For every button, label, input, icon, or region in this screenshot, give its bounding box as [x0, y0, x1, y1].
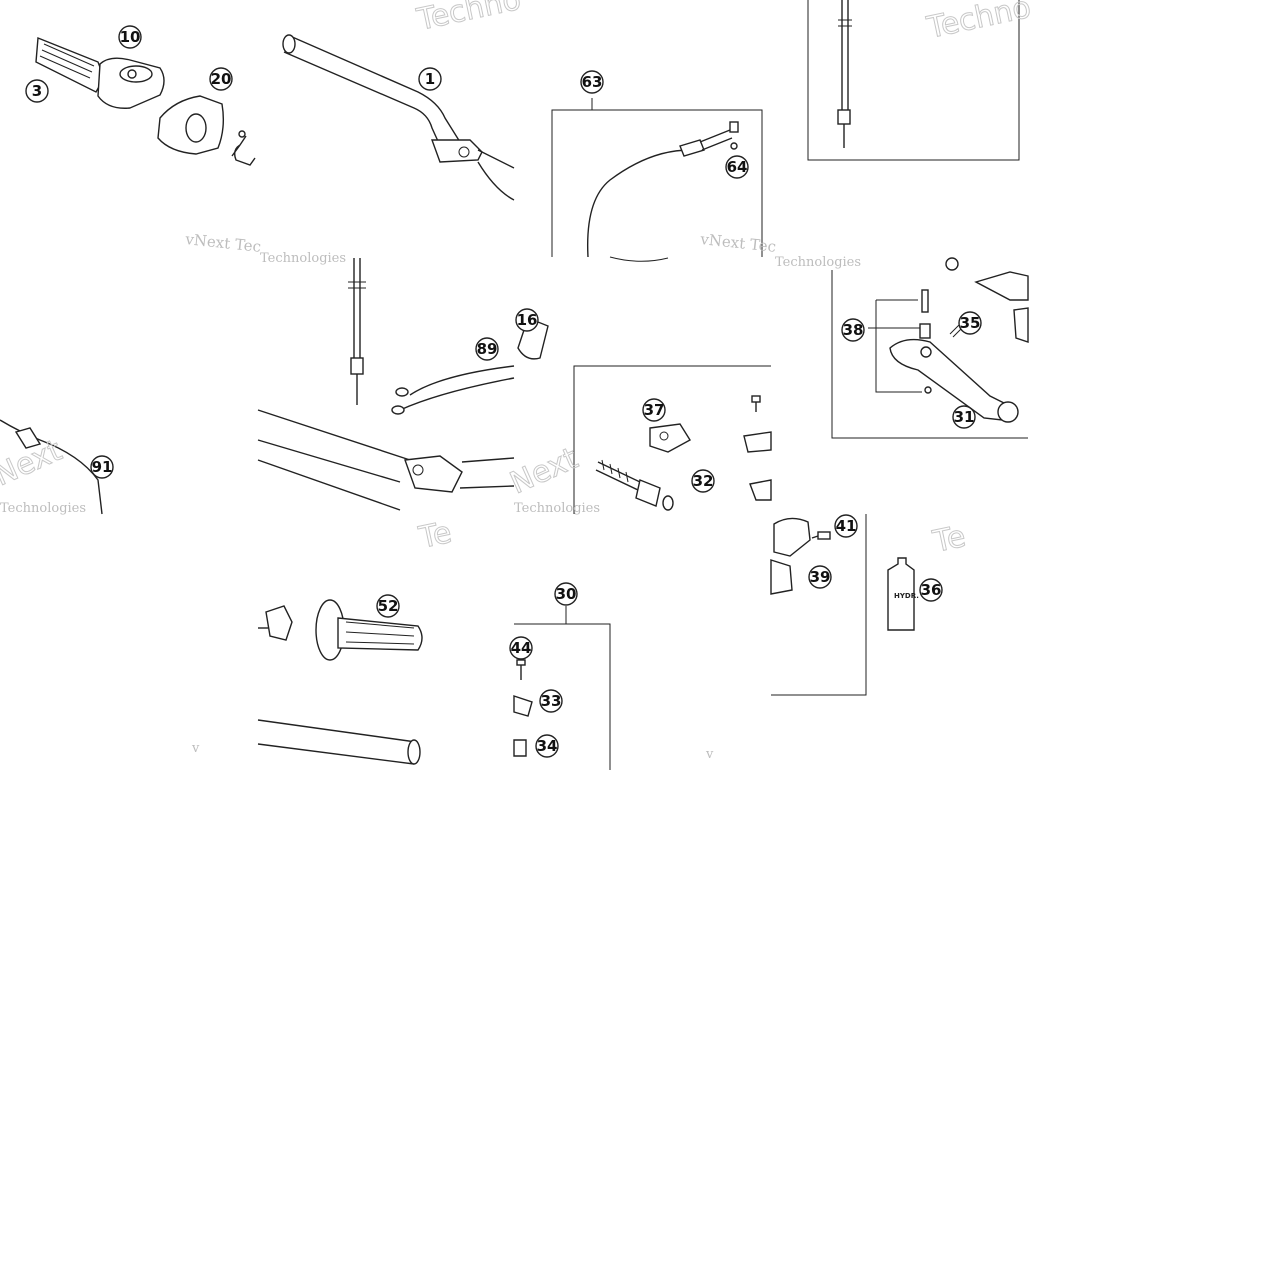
watermark-technologies-4: Technologies: [514, 501, 600, 516]
watermark-technologies-2: Technologies: [775, 255, 861, 270]
handlebar-top: [282, 34, 515, 201]
master-cylinder-box: [573, 365, 772, 514]
callout-36: 36: [919, 578, 943, 602]
callout-31: 31: [952, 405, 976, 429]
small-parts-box: [513, 606, 611, 770]
watermark-te-2: Te: [929, 519, 968, 560]
callouts: 3 10 20 1 63 64 16 89 91 37 32 38 35 31 …: [25, 25, 982, 758]
watermark-technologies-1: Technologies: [260, 251, 346, 266]
svg-text:52: 52: [378, 597, 399, 615]
watermark-techno-2: Techno: [923, 0, 1034, 46]
svg-text:44: 44: [511, 639, 532, 657]
watermark-te-1: Te: [415, 515, 454, 556]
callout-30: 30: [554, 582, 578, 606]
svg-text:30: 30: [556, 585, 577, 603]
clamp-and-oil-box: HYDR.: [770, 514, 919, 696]
watermark-next-2: Next: [505, 441, 583, 501]
callout-91: 91: [90, 455, 114, 479]
callout-37: 37: [642, 398, 666, 422]
cable-and-handlebar-middle: [257, 258, 549, 511]
callout-38: 38: [841, 318, 865, 342]
callout-89: 89: [475, 337, 499, 361]
callout-44: 44: [509, 636, 533, 660]
svg-text:3: 3: [32, 82, 42, 100]
svg-text:63: 63: [582, 73, 603, 91]
callout-64: 64: [725, 155, 749, 179]
svg-text:89: 89: [477, 340, 498, 358]
callout-3: 3: [25, 79, 49, 103]
callout-1: 1: [418, 67, 442, 91]
svg-text:16: 16: [517, 311, 538, 329]
callout-33: 33: [539, 689, 563, 713]
svg-text:1: 1: [425, 70, 435, 88]
callout-16: 16: [515, 308, 539, 332]
svg-text:41: 41: [836, 517, 857, 535]
svg-text:36: 36: [921, 581, 942, 599]
watermark-v-2: v: [705, 747, 714, 762]
callout-39: 39: [808, 565, 832, 589]
svg-text:39: 39: [810, 568, 831, 586]
watermark-v-1: v: [191, 741, 200, 756]
svg-text:64: 64: [727, 158, 748, 176]
svg-text:HYDR.: HYDR.: [894, 592, 919, 600]
svg-text:91: 91: [92, 458, 113, 476]
svg-text:33: 33: [541, 692, 562, 710]
svg-text:38: 38: [843, 321, 864, 339]
callout-63: 63: [580, 70, 604, 94]
svg-text:10: 10: [120, 28, 141, 46]
callout-41: 41: [834, 514, 858, 538]
svg-text:20: 20: [211, 70, 232, 88]
grip-and-bar: [257, 599, 423, 765]
watermark-brand-1: vNext Tec: [184, 230, 262, 256]
callout-52: 52: [376, 594, 400, 618]
brake-lever-box: [831, 257, 1029, 439]
callout-20: 20: [209, 67, 233, 91]
callout-32: 32: [691, 469, 715, 493]
callout-35: 35: [958, 311, 982, 335]
left-cable: [0, 419, 103, 515]
svg-text:35: 35: [960, 314, 981, 332]
svg-text:34: 34: [537, 737, 558, 755]
callout-10: 10: [118, 25, 142, 49]
callout-34: 34: [535, 734, 559, 758]
cable-box: [551, 98, 763, 262]
cable-right-box: [807, 0, 1020, 161]
watermark-techno-1: Techno: [413, 0, 524, 38]
watermark-brand-2: vNext Tec: [699, 230, 777, 256]
svg-text:37: 37: [644, 401, 665, 419]
throttle-grip-assembly: [35, 36, 256, 166]
watermark-technologies-3: Technologies: [0, 501, 86, 516]
watermark-next-1: Next: [0, 433, 67, 493]
svg-text:32: 32: [693, 472, 714, 490]
svg-text:31: 31: [954, 408, 975, 426]
